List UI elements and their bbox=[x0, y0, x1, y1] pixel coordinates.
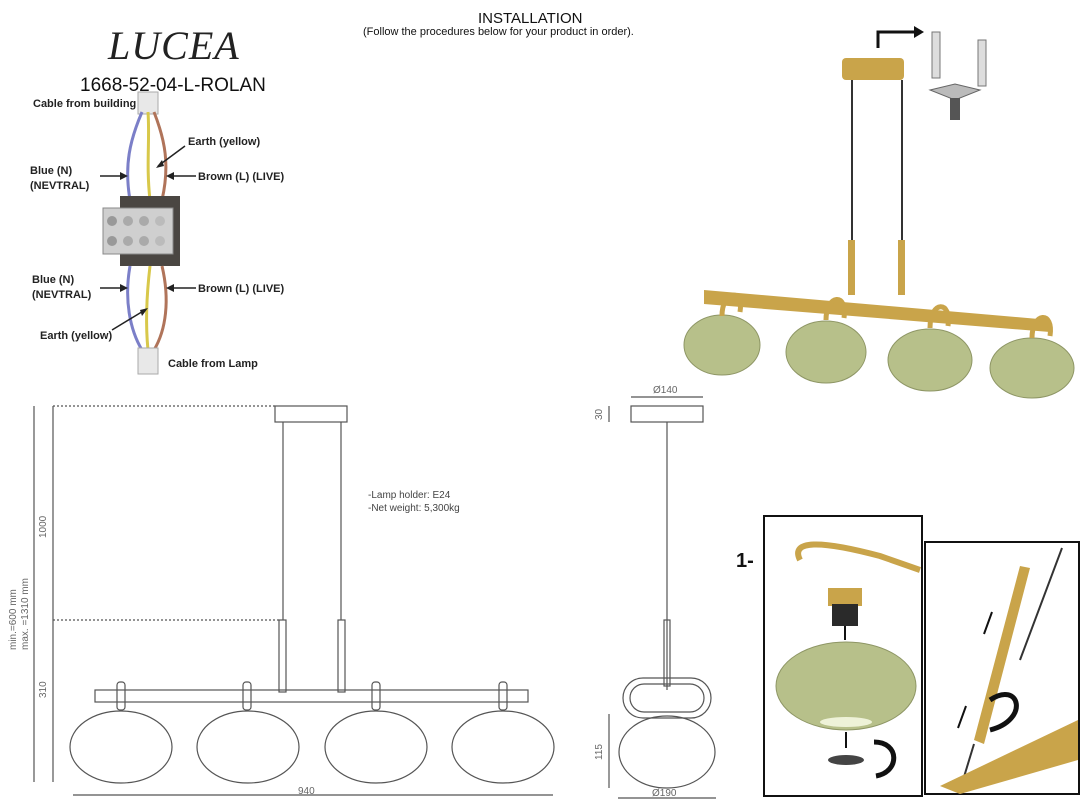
step-1-label: 1- bbox=[736, 550, 754, 572]
dim-fixture-height: 310 bbox=[38, 681, 49, 698]
label-cable-from-lamp: Cable from Lamp bbox=[168, 358, 258, 370]
spec-net-weight: -Net weight: 5,300kg bbox=[368, 503, 460, 514]
dim-height-range-max: max. =1310 mm bbox=[20, 578, 31, 650]
label-blue-top-2: (NEVTRAL) bbox=[30, 180, 90, 192]
label-blue-top-1: Blue (N) bbox=[30, 165, 73, 177]
installation-subtitle: (Follow the procedures below for your pr… bbox=[363, 26, 634, 38]
dim-height-range-min: min.=600 mm bbox=[8, 589, 19, 650]
label-blue-bottom-1: Blue (N) bbox=[32, 274, 75, 286]
model-number: 1668-52-04-L-ROLAN bbox=[80, 75, 266, 96]
step1-detail-a bbox=[763, 515, 923, 797]
side-view-drawing bbox=[608, 396, 716, 799]
label-earth-bottom: Earth (yellow) bbox=[40, 330, 113, 342]
label-cable-from-building: Cable from building bbox=[33, 98, 137, 110]
front-view-drawing bbox=[33, 405, 555, 796]
product-render bbox=[683, 26, 1075, 399]
label-brown-bottom: Brown (L) (LIVE) bbox=[198, 283, 285, 295]
installation-title: INSTALLATION bbox=[478, 10, 583, 27]
step1-detail-b bbox=[924, 541, 1080, 795]
dim-shade-diameter: Ø190 bbox=[652, 788, 677, 799]
dim-cable-length: 1000 bbox=[38, 515, 49, 538]
label-blue-bottom-2: (NEVTRAL) bbox=[32, 289, 92, 301]
label-brown-top: Brown (L) (LIVE) bbox=[198, 171, 285, 183]
dim-canopy-diameter: Ø140 bbox=[653, 385, 678, 396]
wiring-diagram bbox=[100, 91, 196, 375]
dim-canopy-height: 30 bbox=[594, 408, 605, 420]
dim-shade-height: 115 bbox=[594, 744, 605, 760]
brand-logo: LUCEA bbox=[108, 23, 240, 68]
dim-total-width: 940 bbox=[298, 786, 315, 797]
spec-lamp-holder: -Lamp holder: E24 bbox=[368, 490, 451, 501]
label-earth-top: Earth (yellow) bbox=[188, 136, 261, 148]
